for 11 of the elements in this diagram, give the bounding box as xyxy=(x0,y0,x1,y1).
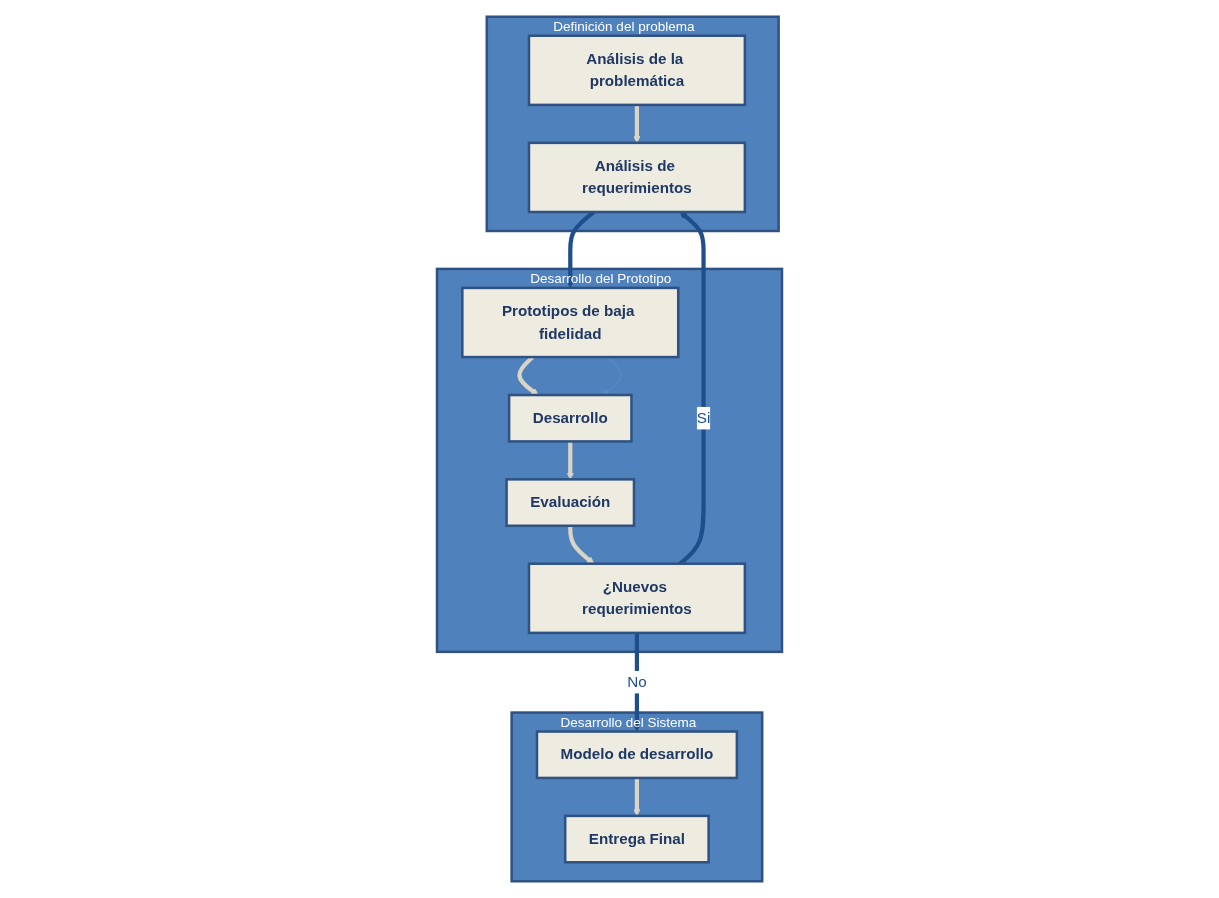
node-box: Desarrollo xyxy=(507,393,633,443)
edge-label: No xyxy=(627,673,647,691)
arrow xyxy=(566,441,574,480)
node-box: Análisis de la problemática xyxy=(527,34,747,107)
node-box: Evaluación xyxy=(505,478,636,527)
edge-label: Si xyxy=(696,409,711,427)
node-box: Prototipos de baja fidelidad xyxy=(461,286,680,359)
node-box: Entrega Final xyxy=(563,814,710,864)
node-box: Análisis de requerimientos xyxy=(527,141,747,214)
node-box: Modelo de desarrollo xyxy=(535,730,739,780)
node-box: ¿Nuevos requerimientos xyxy=(527,562,747,635)
